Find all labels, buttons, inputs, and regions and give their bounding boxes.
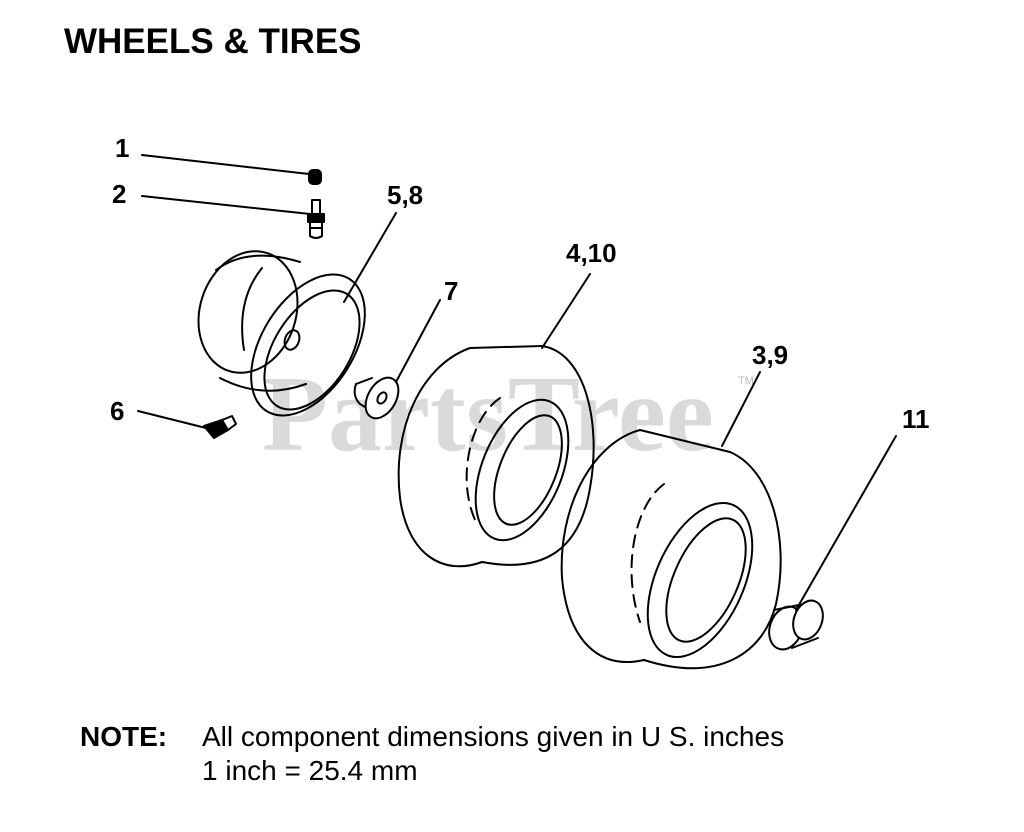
callout-4-10: 4,10 xyxy=(566,238,617,268)
bolt-part xyxy=(203,415,237,439)
callout-3-9: 3,9 xyxy=(752,340,788,370)
diagram-title: WHEELS & TIRES xyxy=(64,22,362,61)
callout-1: 1 xyxy=(115,133,129,163)
valve-stem-part xyxy=(307,199,325,239)
note-label: NOTE: xyxy=(80,721,168,752)
callout-5-8: 5,8 xyxy=(387,180,423,210)
wheel-rim-part xyxy=(197,250,366,417)
rear-tire-part xyxy=(560,429,782,670)
front-tire-part xyxy=(397,345,595,568)
leader-lines xyxy=(137,154,897,611)
dimensions-note: NOTE: All component dimensions given in U… xyxy=(80,720,784,788)
callout-6: 6 xyxy=(110,396,124,426)
note-line-2: 1 inch = 25.4 mm xyxy=(202,755,418,786)
callout-2: 2 xyxy=(112,179,126,209)
callout-11: 11 xyxy=(902,404,930,434)
watermark-trademark: TM xyxy=(738,375,754,387)
valve-cap-part xyxy=(308,169,322,185)
spacer-part xyxy=(353,376,400,420)
note-line-1: All component dimensions given in U S. i… xyxy=(202,721,785,752)
watermark-text: PartsTree xyxy=(262,355,714,474)
callout-7: 7 xyxy=(444,276,458,306)
hub-cap-part xyxy=(768,599,824,651)
